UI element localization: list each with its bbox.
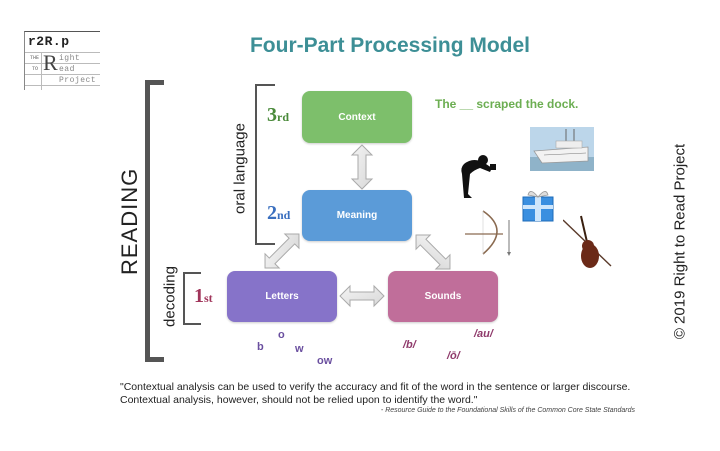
violin-icon (563, 215, 612, 268)
sounds-label: Sounds (424, 291, 462, 302)
logo-title: r2R.p (28, 34, 70, 49)
grapheme: w (295, 343, 304, 355)
meaning-label: Meaning (336, 210, 378, 221)
ship-image (530, 127, 594, 171)
logo-divider (41, 52, 42, 90)
logo-to: TO (32, 66, 39, 72)
grapheme: o (278, 329, 285, 341)
reading-bracket (145, 80, 164, 362)
context-label: Context (338, 111, 376, 123)
double-arrow-icon (415, 234, 451, 270)
quote-citation: - Resource Guide to the Foundational Ski… (380, 407, 635, 414)
logo-rule (25, 85, 100, 86)
quote-text: "Contextual analysis can be used to veri… (120, 381, 631, 406)
logo-the: THE (30, 55, 40, 61)
ordinal-2nd: 2nd (267, 202, 290, 225)
phoneme: /ō/ (447, 350, 460, 362)
logo-big-r: R (43, 50, 58, 75)
ordinal-1st: 1st (194, 285, 213, 308)
ordinal-number: 2 (267, 202, 277, 224)
oral-language-bracket (255, 84, 275, 245)
example-sentence: The __ scraped the dock. (435, 97, 579, 111)
ordinal-number: 3 (267, 104, 277, 126)
letters-label: Letters (265, 291, 299, 302)
logo-rule (25, 74, 100, 75)
context-box: Context (302, 91, 412, 143)
ordinal-suffix: nd (277, 208, 291, 222)
copyright-notice: © 2019 Right to Read Project (671, 143, 689, 340)
logo-rule (25, 52, 100, 53)
logo-word-ight: ight (59, 54, 81, 63)
r2rp-logo: r2R.p THE TO R ight ead Project (24, 31, 100, 90)
decoding-bracket (183, 272, 201, 325)
double-arrow-icon (350, 144, 374, 190)
double-arrow-icon (339, 284, 385, 308)
phoneme: /b/ (403, 339, 416, 351)
ordinal-suffix: st (204, 291, 213, 305)
gift-box-icon (522, 191, 554, 222)
phoneme: /au/ (474, 328, 493, 340)
diagram-title: Four-Part Processing Model (249, 34, 531, 57)
logo-word-ead: ead (59, 65, 75, 74)
grapheme: ow (317, 355, 333, 367)
sounds-box: Sounds (388, 271, 498, 322)
ordinal-3rd: 3rd (267, 104, 289, 127)
archery-bow-icon (465, 210, 511, 256)
ordinal-suffix: rd (277, 110, 289, 124)
logo-rule (25, 63, 100, 64)
person-bowing-icon (461, 155, 496, 198)
ordinal-number: 1 (194, 285, 204, 307)
logo-word-project: Project (59, 76, 97, 85)
double-arrow-icon (264, 233, 300, 269)
meaning-box: Meaning (302, 190, 412, 241)
letters-box: Letters (227, 271, 337, 322)
grapheme: b (257, 341, 264, 353)
